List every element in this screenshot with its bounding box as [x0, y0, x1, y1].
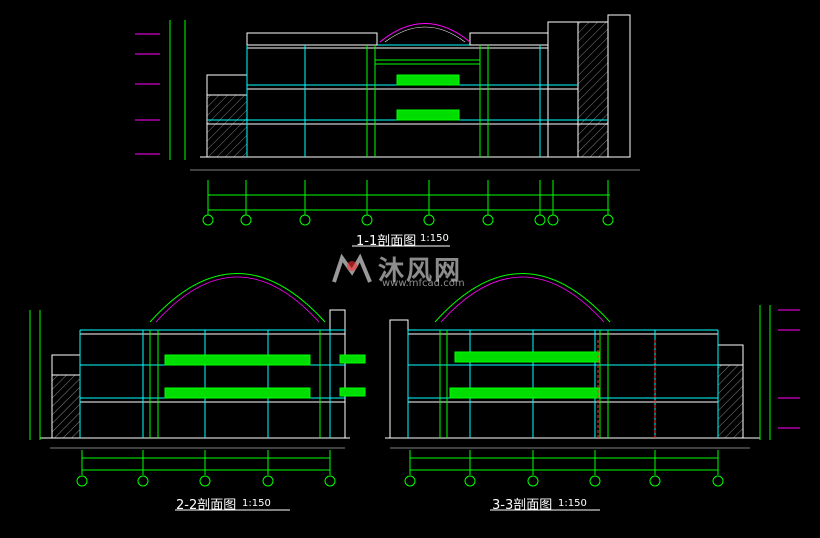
- section-3-3-suffix: 剖面图: [513, 498, 553, 513]
- section-2-2-title: 2-2剖面图: [176, 494, 236, 513]
- section-1-1-suffix: 剖面图: [377, 234, 417, 249]
- section-2-2-drawing: [29, 273, 366, 511]
- section-1-1-name: 1-1: [356, 234, 378, 249]
- section-3-3-title: 3-3剖面图: [492, 494, 552, 513]
- section-1-1-title: 1-1剖面图: [356, 230, 416, 249]
- section-2-2-scale: 1:150: [242, 498, 271, 509]
- section-1-1-scale: 1:150: [420, 233, 449, 244]
- section-1-1-drawing: [135, 14, 640, 247]
- watermark: 沐风网 www.mfcad.com: [330, 250, 490, 290]
- section-3-3-scale: 1:150: [558, 498, 587, 509]
- section-3-3-name: 3-3: [492, 498, 514, 513]
- watermark-url: www.mfcad.com: [382, 278, 465, 289]
- section-2-2-suffix: 剖面图: [197, 498, 237, 513]
- mfcad-logo-icon: [332, 253, 372, 283]
- section-2-2-name: 2-2: [176, 498, 198, 513]
- section-3-3-drawing: [385, 273, 800, 511]
- watermark-brand: 沐风网: [378, 256, 463, 286]
